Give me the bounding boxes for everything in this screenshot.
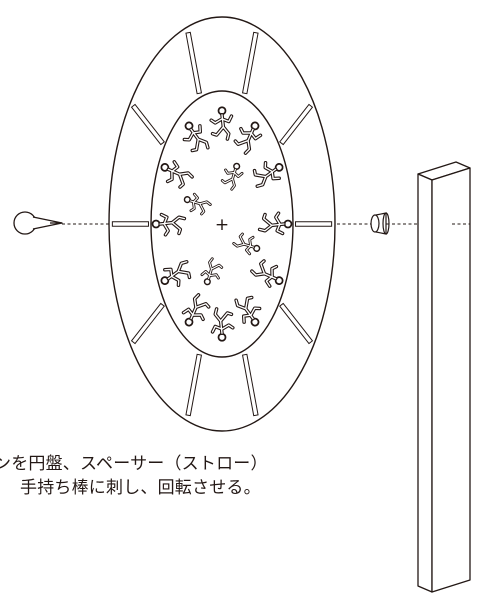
running-figure (252, 160, 284, 188)
running-figure (220, 162, 244, 191)
running-figure (160, 260, 192, 288)
disc-slot (130, 103, 165, 146)
running-figure (181, 293, 211, 327)
disc-slot (241, 353, 259, 417)
running-figure (210, 307, 235, 342)
disc-slot (185, 31, 203, 95)
disc-slot (111, 221, 149, 227)
center-mark: + (215, 215, 229, 235)
spacer-straw-icon (370, 212, 390, 235)
running-figure (209, 106, 234, 141)
caption-line-1: ンを円盤、スペーサー（ストロー） (0, 454, 268, 474)
animation-figures (151, 106, 293, 342)
running-figure (182, 121, 210, 153)
running-figure (183, 192, 212, 216)
disc-slot (241, 31, 259, 95)
disc-slot (295, 221, 333, 227)
instruction-caption: ンを円盤、スペーサー（ストロー） 手持ち棒に刺し、回転させる。 (0, 452, 440, 500)
disc-slot (185, 353, 203, 417)
running-figure (233, 121, 263, 155)
running-figure (151, 212, 187, 237)
disc-slot (279, 103, 314, 146)
running-figure (200, 257, 224, 286)
running-figure (250, 259, 284, 288)
running-figure (234, 295, 262, 327)
pin-icon (13, 211, 63, 235)
disc-slot (279, 302, 314, 345)
running-figure (257, 211, 293, 236)
inner-disc (150, 90, 294, 358)
disc-slot (130, 302, 165, 345)
running-figure (160, 160, 194, 189)
caption-line-2: 手持ち棒に刺し、回転させる。 (20, 478, 261, 498)
running-figure (232, 232, 261, 256)
disc-slots (111, 31, 333, 417)
handle-stick (417, 161, 471, 593)
